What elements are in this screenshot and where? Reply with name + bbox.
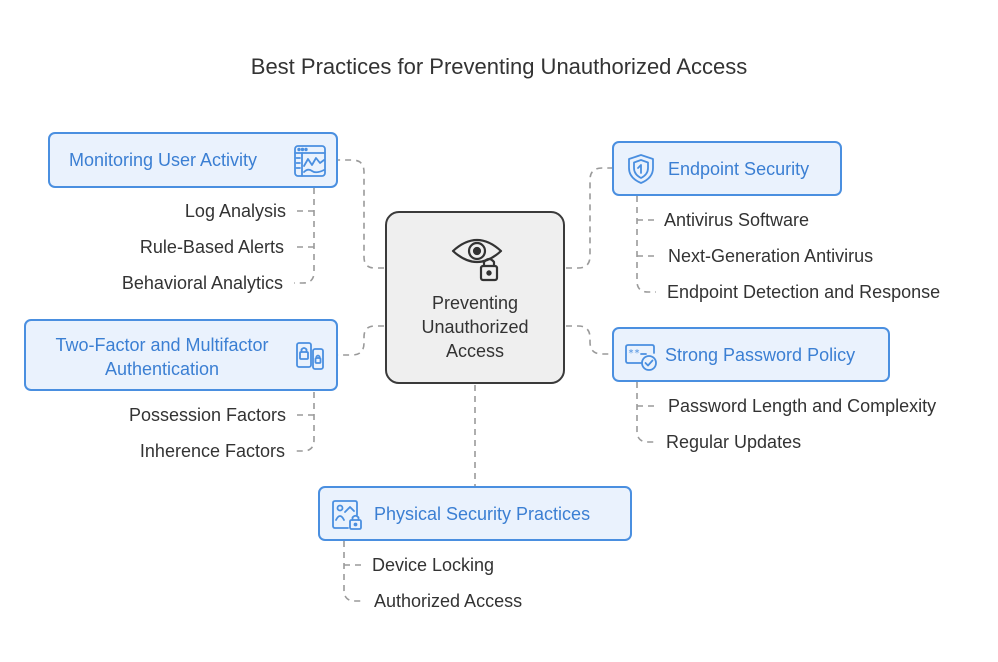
connector-endpoint-leaves <box>636 196 656 293</box>
branch-twofactor-label-line2: Authentication <box>104 359 220 379</box>
activity-monitor-icon <box>294 145 326 177</box>
diagram-title: Best Practices for Preventing Unauthoriz… <box>250 54 748 79</box>
mfa-lock-icon <box>296 342 324 370</box>
connector-physical-leaves <box>343 541 364 602</box>
branch-physical-label: Physical Security Practices <box>374 504 591 524</box>
branch-twofactor-label: Two-Factor and Multifactor Authenticatio… <box>26 333 298 381</box>
leaf-endpoint-detection-response: Endpoint Detection and Response <box>667 282 941 302</box>
branch-two-factor-authentication: Two-Factor and Multifactor Authenticatio… <box>24 319 338 391</box>
branch-strong-password-policy: ** Strong Password Policy <box>612 327 890 382</box>
connector-twofactor <box>338 325 384 356</box>
connector-twofactor-leaves <box>294 392 315 452</box>
center-label-line3: Access <box>445 341 505 361</box>
connector-password <box>566 325 613 355</box>
connector-password-leaves <box>636 382 656 443</box>
connector-monitoring <box>338 159 384 269</box>
center-node: Preventing Unauthorized Access <box>385 211 565 384</box>
leaf-log-analysis: Log Analysis <box>184 201 286 221</box>
leaf-authorized-access: Authorized Access <box>374 591 523 611</box>
branch-password-label: Strong Password Policy <box>665 345 856 365</box>
shield-icon <box>628 154 654 184</box>
branch-twofactor-label-line1: Two-Factor and Multifactor <box>55 335 269 355</box>
leaf-behavioral-analytics: Behavioral Analytics <box>121 273 283 293</box>
connector-monitoring-leaves <box>294 188 315 284</box>
svg-text:**: ** <box>628 348 640 359</box>
connector-endpoint <box>566 167 613 269</box>
leaf-possession-factors: Possession Factors <box>128 405 286 425</box>
branch-monitoring-label: Monitoring User Activity <box>69 150 258 170</box>
leaf-antivirus-software: Antivirus Software <box>664 210 810 230</box>
device-lock-icon <box>332 500 362 530</box>
leaf-rule-based-alerts: Rule-Based Alerts <box>139 237 284 257</box>
leaf-device-locking: Device Locking <box>372 555 495 575</box>
branch-physical-security-practices: Physical Security Practices <box>318 486 632 541</box>
leaf-password-length-complexity: Password Length and Complexity <box>668 396 937 416</box>
branch-endpoint-security: Endpoint Security <box>612 141 842 196</box>
leaf-regular-updates: Regular Updates <box>666 432 802 452</box>
eye-lock-icon <box>451 238 503 282</box>
leaf-inherence-factors: Inherence Factors <box>139 441 285 461</box>
center-label: Preventing Unauthorized Access <box>387 291 563 363</box>
center-label-line2: Unauthorized <box>421 317 529 337</box>
center-label-line1: Preventing <box>431 293 519 313</box>
branch-monitoring-user-activity: Monitoring User Activity <box>48 132 338 188</box>
leaf-next-generation-antivirus: Next-Generation Antivirus <box>668 246 874 266</box>
branch-endpoint-label: Endpoint Security <box>668 159 810 179</box>
password-check-icon: ** <box>625 344 657 371</box>
